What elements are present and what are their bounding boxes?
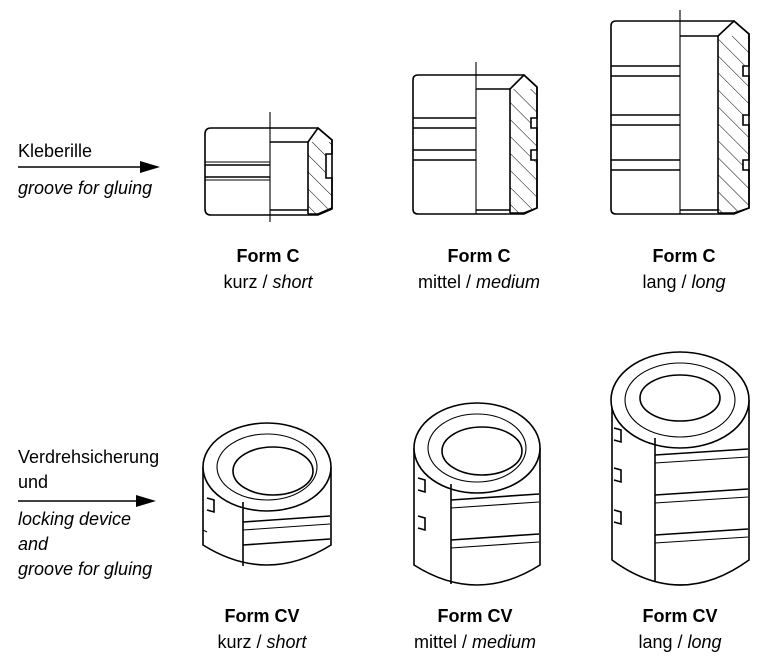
caption-sep: / xyxy=(257,272,273,292)
caption-de: kurz xyxy=(217,632,252,652)
caption-en: long xyxy=(687,632,722,652)
locking-label-en-2: and xyxy=(18,534,49,554)
groove-label-en: groove for gluing xyxy=(18,178,153,198)
form-c-long-section xyxy=(610,10,750,215)
caption-sep: / xyxy=(456,632,472,652)
caption-de: lang xyxy=(638,632,673,652)
caption-de: kurz xyxy=(223,272,258,292)
locking-label-de-2: und xyxy=(18,472,49,492)
caption-form-cv-short: Form CV kurz / short xyxy=(182,603,342,655)
caption-form-c-long: Form C lang / long xyxy=(604,243,764,295)
caption-title: Form CV xyxy=(224,606,300,626)
form-cv-long-view xyxy=(610,351,750,586)
locking-label-en-1: locking device xyxy=(18,509,132,529)
groove-arrow xyxy=(18,161,160,173)
caption-title: Form CV xyxy=(437,606,513,626)
caption-de: lang xyxy=(642,272,677,292)
caption-title: Form CV xyxy=(642,606,718,626)
form-c-short-section xyxy=(204,112,333,222)
caption-form-cv-long: Form CV lang / long xyxy=(600,603,760,655)
caption-sep: / xyxy=(672,632,688,652)
caption-sep: / xyxy=(251,632,267,652)
form-c-medium-section xyxy=(412,62,538,215)
caption-title: Form C xyxy=(236,246,300,266)
caption-form-c-medium: Form C mittel / medium xyxy=(394,243,564,295)
caption-en: medium xyxy=(472,632,537,652)
caption-sep: / xyxy=(460,272,476,292)
caption-en: short xyxy=(272,272,313,292)
caption-form-c-short: Form C kurz / short xyxy=(188,243,348,295)
groove-label-de: Kleberille xyxy=(18,141,93,161)
caption-en: long xyxy=(691,272,726,292)
locking-label-en-3: groove for gluing xyxy=(18,559,153,579)
caption-title: Form C xyxy=(652,246,716,266)
caption-de: mittel xyxy=(413,632,457,652)
caption-en: short xyxy=(266,632,307,652)
form-cv-short-view xyxy=(202,422,332,566)
caption-title: Form C xyxy=(447,246,511,266)
caption-en: medium xyxy=(476,272,541,292)
caption-de: mittel xyxy=(417,272,461,292)
caption-form-cv-medium: Form CV mittel / medium xyxy=(390,603,560,655)
caption-sep: / xyxy=(676,272,692,292)
locking-label-de-1: Verdrehsicherung xyxy=(18,447,160,467)
locking-arrow xyxy=(18,495,156,507)
form-cv-medium-view xyxy=(413,402,541,586)
